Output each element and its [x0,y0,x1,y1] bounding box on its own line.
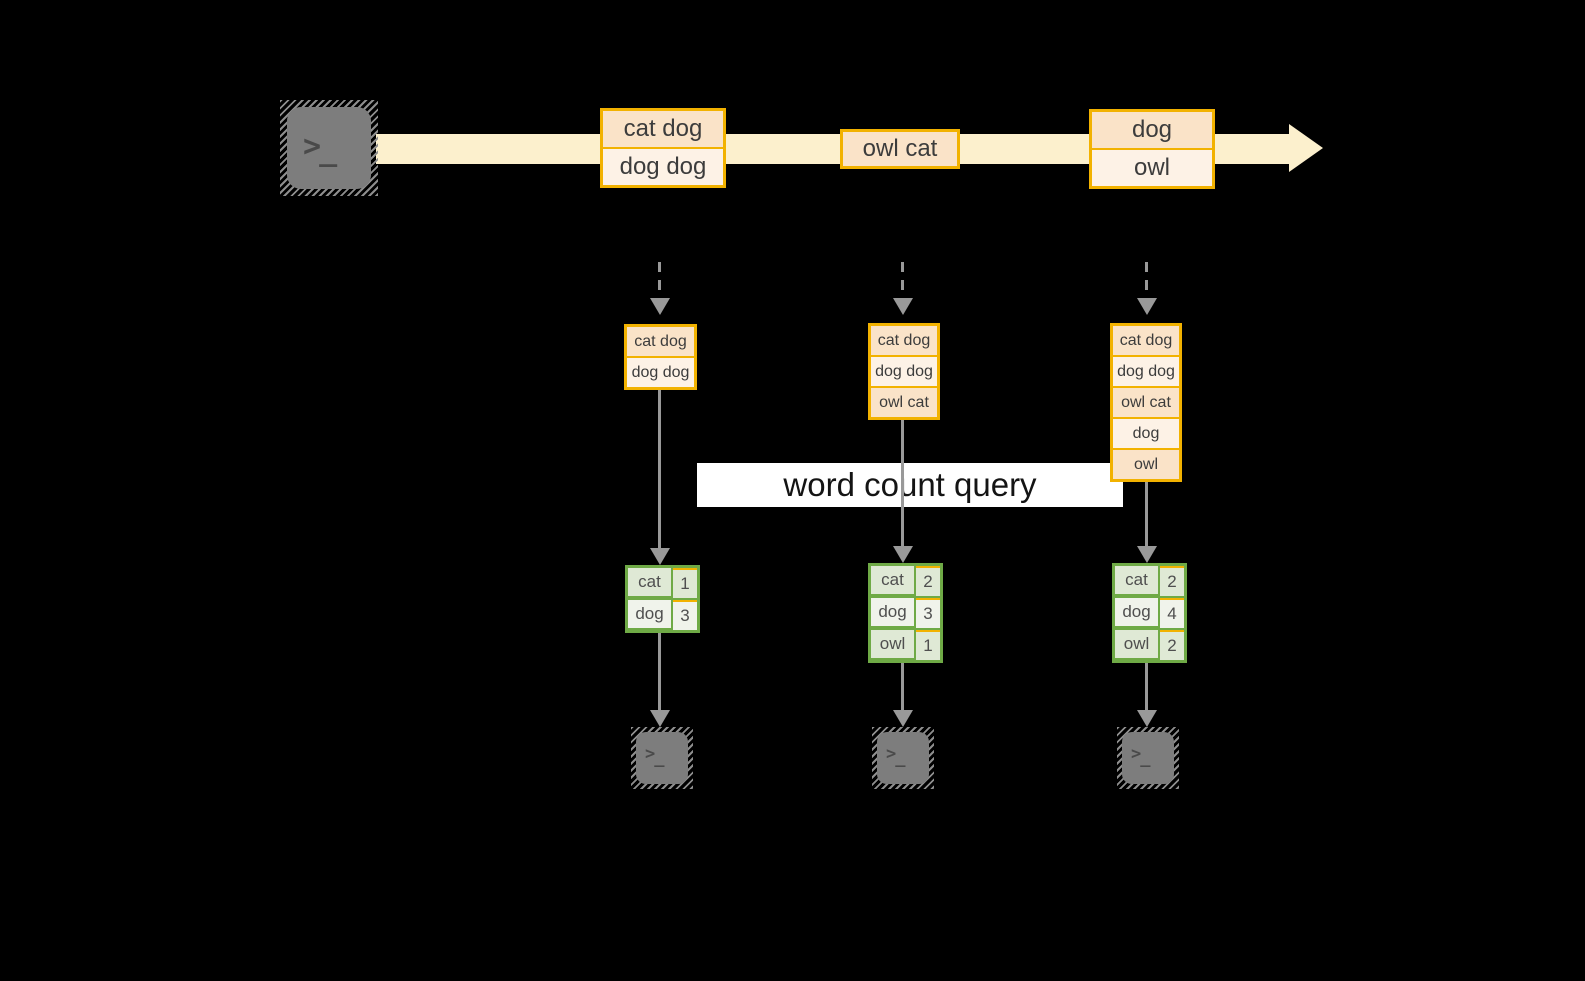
buffer-cell: dog dog [1113,355,1179,386]
connector-arrow [658,390,661,550]
word-cell: dog [628,600,673,628]
connector-arrow-head-icon [893,546,913,563]
connector-arrow [1145,657,1148,711]
count-cell: 1 [673,568,697,598]
buffer-cell: dog dog [871,355,937,386]
table-row: cat 1 [628,568,697,598]
prompt-chevron: > [303,129,321,164]
terminal-prompt: >_ [636,732,688,784]
event-line: owl cat [843,132,957,166]
event-line: owl [1092,148,1212,186]
word-count-table: cat 2 dog 3 owl 1 [868,563,943,663]
timeline-event: dog owl [1089,109,1215,189]
dashed-arrow-head-icon [893,298,913,315]
event-buffer-stack: cat dog dog dog [624,324,697,390]
word-count-table: cat 1 dog 3 [625,565,700,633]
terminal-icon: >_ [631,727,693,789]
event-line: dog dog [603,147,723,185]
prompt-cursor: _ [654,748,664,768]
terminal-prompt: >_ [287,107,371,189]
buffer-cell: owl [1113,448,1179,479]
prompt-chevron: > [645,744,655,764]
connector-arrow [1145,482,1148,547]
timeline-event: owl cat [840,129,960,169]
count-cell: 1 [916,630,940,660]
buffer-cell: cat dog [627,327,694,356]
connector-arrow-head-icon [1137,710,1157,727]
count-cell: 2 [1160,566,1184,596]
count-cell: 3 [673,600,697,630]
word-cell: cat [628,568,673,596]
prompt-cursor: _ [1140,748,1150,768]
event-buffer-stack: cat dog dog dog owl cat [868,323,940,420]
query-band: word count query [697,463,1123,507]
terminal-prompt: >_ [1122,732,1174,784]
word-cell: owl [1115,630,1160,658]
dashed-arrow [901,262,904,300]
word-cell: cat [1115,566,1160,594]
event-line: dog [1092,112,1212,148]
buffer-cell: dog dog [627,356,694,387]
connector-arrow [901,420,904,547]
terminal-icon: >_ [872,727,934,789]
table-row: dog 4 [1115,596,1184,628]
connector-arrow [901,657,904,711]
connector-arrow-head-icon [650,710,670,727]
word-cell: cat [871,566,916,594]
buffer-cell: owl cat [1113,386,1179,417]
count-cell: 3 [916,598,940,628]
event-buffer-stack: cat dog dog dog owl cat dog owl [1110,323,1182,482]
table-row: cat 2 [1115,566,1184,596]
buffer-cell: owl cat [871,386,937,417]
timeline-event: cat dog dog dog [600,108,726,188]
connector-arrow-head-icon [893,710,913,727]
dashed-arrow [658,262,661,300]
dashed-arrow-head-icon [650,298,670,315]
connector-arrow-head-icon [650,548,670,565]
prompt-chevron: > [886,744,896,764]
buffer-cell: dog [1113,417,1179,448]
count-cell: 2 [916,566,940,596]
table-row: owl 2 [1115,628,1184,660]
count-cell: 4 [1160,598,1184,628]
word-count-table: cat 2 dog 4 owl 2 [1112,563,1187,663]
word-cell: owl [871,630,916,658]
terminal-icon: >_ [1117,727,1179,789]
table-row: owl 1 [871,628,940,660]
word-cell: dog [1115,598,1160,626]
buffer-cell: cat dog [871,326,937,355]
terminal-icon: >_ [280,100,378,196]
table-row: dog 3 [628,598,697,630]
buffer-cell: cat dog [1113,326,1179,355]
dashed-arrow [1145,262,1148,300]
connector-arrow [658,629,661,711]
table-row: dog 3 [871,596,940,628]
prompt-chevron: > [1131,744,1141,764]
table-row: cat 2 [871,566,940,596]
word-cell: dog [871,598,916,626]
timeline-arrow-head-icon [1289,124,1323,172]
count-cell: 2 [1160,630,1184,660]
query-label: word count query [783,466,1037,503]
connector-arrow-head-icon [1137,546,1157,563]
event-line: cat dog [603,111,723,147]
prompt-cursor: _ [895,748,905,768]
terminal-prompt: >_ [877,732,929,784]
prompt-cursor: _ [319,133,337,168]
dashed-arrow-head-icon [1137,298,1157,315]
